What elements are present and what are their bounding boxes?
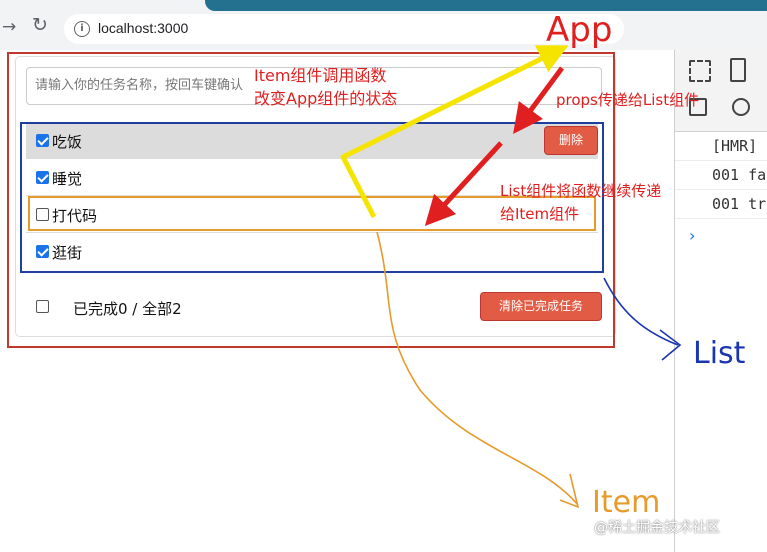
console-line: 001 tr xyxy=(675,190,767,219)
item-component-outline xyxy=(28,196,596,231)
todo-checkbox[interactable] xyxy=(36,171,49,184)
arrow-left-icon[interactable]: → xyxy=(2,17,17,37)
inspect-icon[interactable] xyxy=(689,60,711,82)
select-all-checkbox[interactable] xyxy=(36,300,49,313)
annotation-item-calls-1: Item组件调用函数 xyxy=(254,66,387,85)
list-component-outline xyxy=(20,122,604,273)
todo-item[interactable]: 逛街 xyxy=(26,233,598,270)
todo-item[interactable]: 睡觉 xyxy=(26,159,598,196)
todo-item-label: 打代码 xyxy=(52,207,98,225)
console-prompt[interactable]: › xyxy=(689,226,696,245)
footer-status: 已完成0 / 全部2 xyxy=(73,300,182,318)
annotation-list-passes-2: 给Item组件 xyxy=(500,205,580,223)
item-label: Item xyxy=(592,485,661,520)
todo-checkbox[interactable] xyxy=(36,134,49,147)
address-bar[interactable]: i localhost:3000 xyxy=(64,14,624,44)
list-label: List xyxy=(693,336,746,371)
console-sidebar-icon[interactable] xyxy=(689,98,707,116)
todo-item[interactable]: 打代码 xyxy=(26,196,598,233)
todo-item-label: 逛街 xyxy=(52,244,83,262)
devtools-toolbar xyxy=(675,50,767,132)
info-icon[interactable]: i xyxy=(74,21,90,37)
reload-icon[interactable]: ↻ xyxy=(32,14,48,36)
todo-checkbox[interactable] xyxy=(36,245,49,258)
console-line: [HMR] xyxy=(675,132,767,161)
clear-console-icon[interactable] xyxy=(732,98,750,116)
annotation-props-to-list: props传递给List组件 xyxy=(556,91,700,109)
app-component-outline xyxy=(7,52,615,348)
task-input[interactable]: 请输入你的任务名称，按回车键确认 xyxy=(26,67,602,105)
devtools-panel: [HMR] 001 fa 001 tr › xyxy=(674,50,767,552)
todo-checkbox[interactable] xyxy=(36,208,49,221)
annotation-item-calls-2: 改变App组件的状态 xyxy=(254,89,398,108)
todo-item-label: 睡觉 xyxy=(52,170,83,188)
annotation-list-passes-1: List组件将函数继续传递 xyxy=(500,182,662,200)
browser-tab-strip xyxy=(205,0,767,11)
app-label: App xyxy=(546,10,613,50)
url-text: localhost:3000 xyxy=(98,20,189,36)
console-line: 001 fa xyxy=(675,161,767,190)
watermark: @稀土掘金技术社区 xyxy=(594,520,720,536)
device-toggle-icon[interactable] xyxy=(730,58,746,82)
todo-item-label: 吃饭 xyxy=(52,133,83,151)
